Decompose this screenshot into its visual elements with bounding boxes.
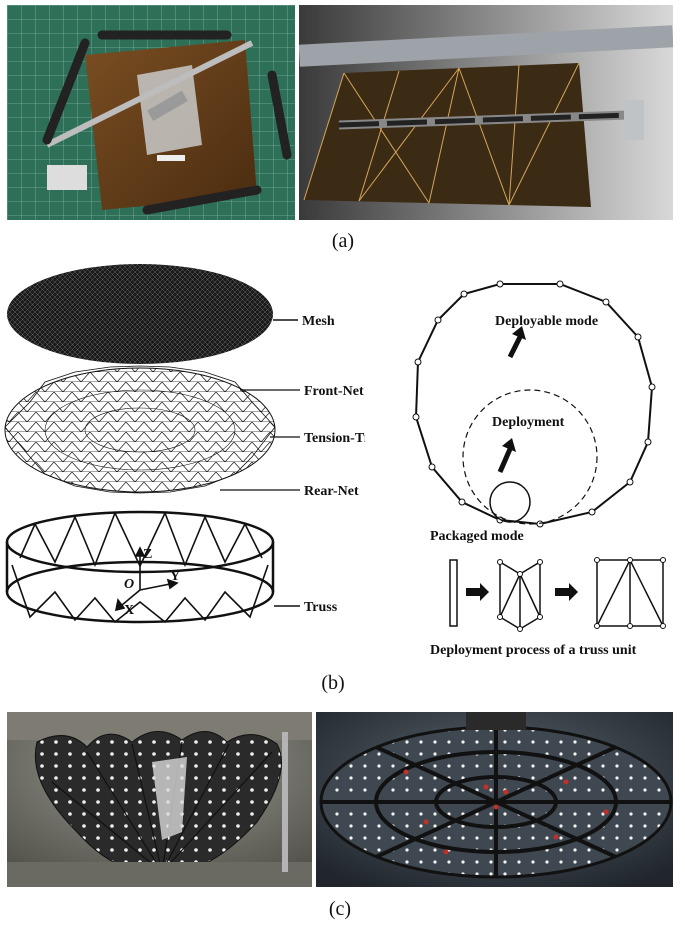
label-packaged-mode: Packaged mode [430, 529, 524, 544]
label-tension-tie: Tension-Tie [304, 431, 365, 446]
photo-c-left [7, 712, 312, 887]
caption-c: (c) [328, 898, 352, 920]
axis-x: X [124, 603, 134, 618]
axis-o: O [124, 577, 134, 592]
label-truss: Truss [304, 600, 338, 615]
diagram-b-left: Mesh Front-Net Tension-Tie Rear-Net [0, 262, 365, 662]
packaged-circle [489, 481, 531, 523]
caption-b: (b) [321, 672, 345, 694]
label-mesh: Mesh [302, 314, 335, 329]
axis-z: Z [143, 547, 152, 562]
label-front-net: Front-Net [304, 384, 364, 399]
axis-y: Y [170, 569, 180, 584]
photo-a-right [299, 5, 673, 220]
caption-a: (a) [331, 230, 355, 252]
label-truss-process: Deployment process of a truss unit [430, 643, 637, 658]
photo-c-right [316, 712, 673, 887]
photo-a-left [7, 5, 295, 220]
diagram-b-right: Deployable mode Deployment Packaged mode… [400, 262, 685, 662]
label-deployment: Deployment [492, 415, 565, 430]
label-rear-net: Rear-Net [304, 484, 359, 499]
deployment-path [462, 389, 598, 525]
mesh-surface [7, 264, 273, 364]
cable-net [4, 367, 276, 493]
label-deployable-mode: Deployable mode [495, 314, 598, 329]
